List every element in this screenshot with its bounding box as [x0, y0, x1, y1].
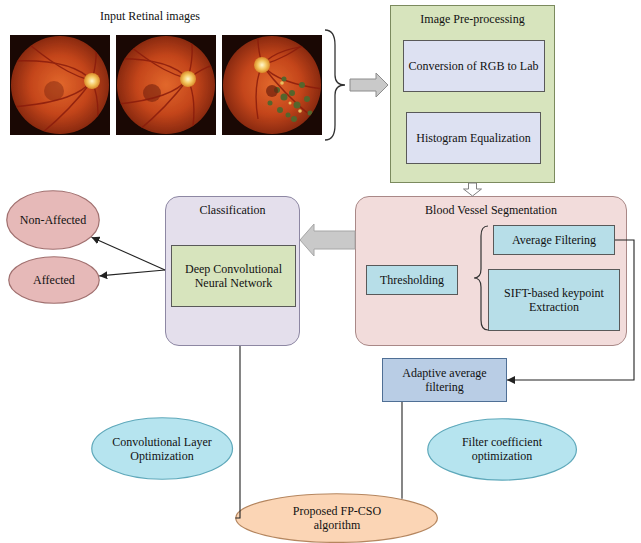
process-box: Conversion of RGB to Lab [403, 40, 545, 92]
outcome-ellipse: Affected [8, 256, 100, 304]
ellipse-outline [235, 493, 438, 543]
box-label: Histogram Equalization [416, 131, 530, 145]
process-box: Deep Convolutional Neural Network [171, 245, 296, 307]
process-box: SIFT-based keypoint Extraction [488, 269, 620, 331]
vessels [108, 29, 222, 133]
optic-disc [254, 57, 270, 73]
retinal-image [222, 15, 342, 135]
ellipse-shape [9, 257, 100, 304]
box-label: Adaptive average filtering [383, 366, 506, 395]
block-arrow [300, 224, 355, 256]
exudates [280, 81, 302, 113]
hollow-arrow [464, 183, 482, 196]
image-ground [116, 35, 216, 135]
haemorrhage [266, 85, 278, 97]
figure-label: Input Retinal images [100, 9, 200, 24]
box-label: SIFT-based keypoint Extraction [489, 286, 619, 315]
optimization-ellipse: Convolutional Layer Optimization [91, 417, 233, 480]
box-label: Thresholding [380, 273, 444, 287]
process-box: Thresholding [366, 265, 458, 295]
curly-brace [474, 226, 488, 330]
group-heading: Classification [166, 197, 299, 217]
fundus [223, 36, 321, 134]
ellipse-shape [92, 418, 233, 480]
group-heading: Blood Vessel Segmentation [356, 197, 626, 217]
ellipse-shape [236, 494, 438, 543]
ellipse-label: Non-Affected [20, 213, 86, 227]
group-heading: Image Pre-processing [391, 6, 554, 26]
block-arrow [350, 73, 388, 97]
curly-brace [325, 30, 345, 140]
ellipse-label: Filter coefficient optimization [447, 435, 557, 464]
fundus [11, 36, 109, 134]
arrow-line [507, 240, 634, 380]
process-box: Histogram Equalization [406, 112, 541, 164]
box-label: Conversion of RGB to Lab [409, 59, 539, 73]
lesions [268, 77, 313, 123]
ellipse-shape [7, 191, 100, 250]
box-label: Average Filtering [512, 233, 596, 247]
arrow-line [92, 237, 165, 270]
ellipse-label: Convolutional Layer Optimization [110, 435, 214, 464]
connector-line [235, 346, 240, 518]
optic-disc [84, 73, 100, 89]
process-group: Image Pre-processingConversion of RGB to… [390, 5, 555, 183]
process-group: ClassificationDeep Convolutional Neural … [165, 196, 300, 346]
arrow-line [99, 270, 165, 276]
connector-line [401, 402, 402, 499]
algorithm-ellipse: Proposed FP-CSO algorithm [235, 493, 438, 543]
outcome-ellipse: Non-Affected [6, 190, 100, 250]
retinal-image [10, 31, 110, 135]
macula [44, 81, 64, 101]
image-ground [10, 35, 110, 135]
box-label: Deep Convolutional Neural Network [172, 262, 295, 291]
process-box: Adaptive average filtering [382, 358, 507, 402]
optimization-ellipse: Filter coefficient optimization [427, 418, 577, 481]
process-group: Blood Vessel SegmentationAverage Filteri… [355, 196, 627, 346]
process-box: Average Filtering [493, 225, 615, 255]
ellipse-shape [428, 418, 577, 479]
ellipse-label: Affected [33, 273, 75, 287]
optic-disc [180, 71, 196, 87]
fundus [117, 36, 215, 134]
retinal-image [108, 29, 222, 135]
connectors [92, 183, 634, 518]
ellipse-label: Proposed FP-CSO algorithm [274, 504, 400, 533]
image-ground [222, 35, 322, 135]
